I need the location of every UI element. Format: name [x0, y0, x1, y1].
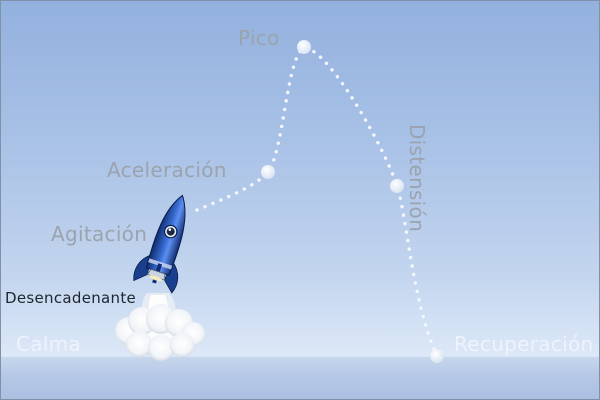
- ground-band: [1, 357, 599, 399]
- stage-label-aceleracion: Aceleración: [107, 158, 227, 182]
- stage-label-distension: Distensión: [405, 123, 430, 233]
- stage-label-desencadenante: Desencadenante: [5, 289, 137, 307]
- stage-label-pico: Pico: [238, 26, 280, 50]
- horizon-line: [1, 356, 599, 357]
- node-aceleracion: [261, 165, 275, 179]
- stage-label-recuperacion: Recuperación: [454, 332, 594, 356]
- node-recuperacion: [430, 349, 444, 363]
- rocket-icon: [133, 194, 186, 294]
- smoke-cloud-icon: [115, 304, 205, 361]
- stage-label-calma: Calma: [16, 332, 82, 356]
- node-distension: [390, 179, 404, 193]
- stage-path: [195, 45, 439, 358]
- stage-label-agitacion: Agitación: [51, 222, 148, 246]
- node-pico: [297, 40, 311, 54]
